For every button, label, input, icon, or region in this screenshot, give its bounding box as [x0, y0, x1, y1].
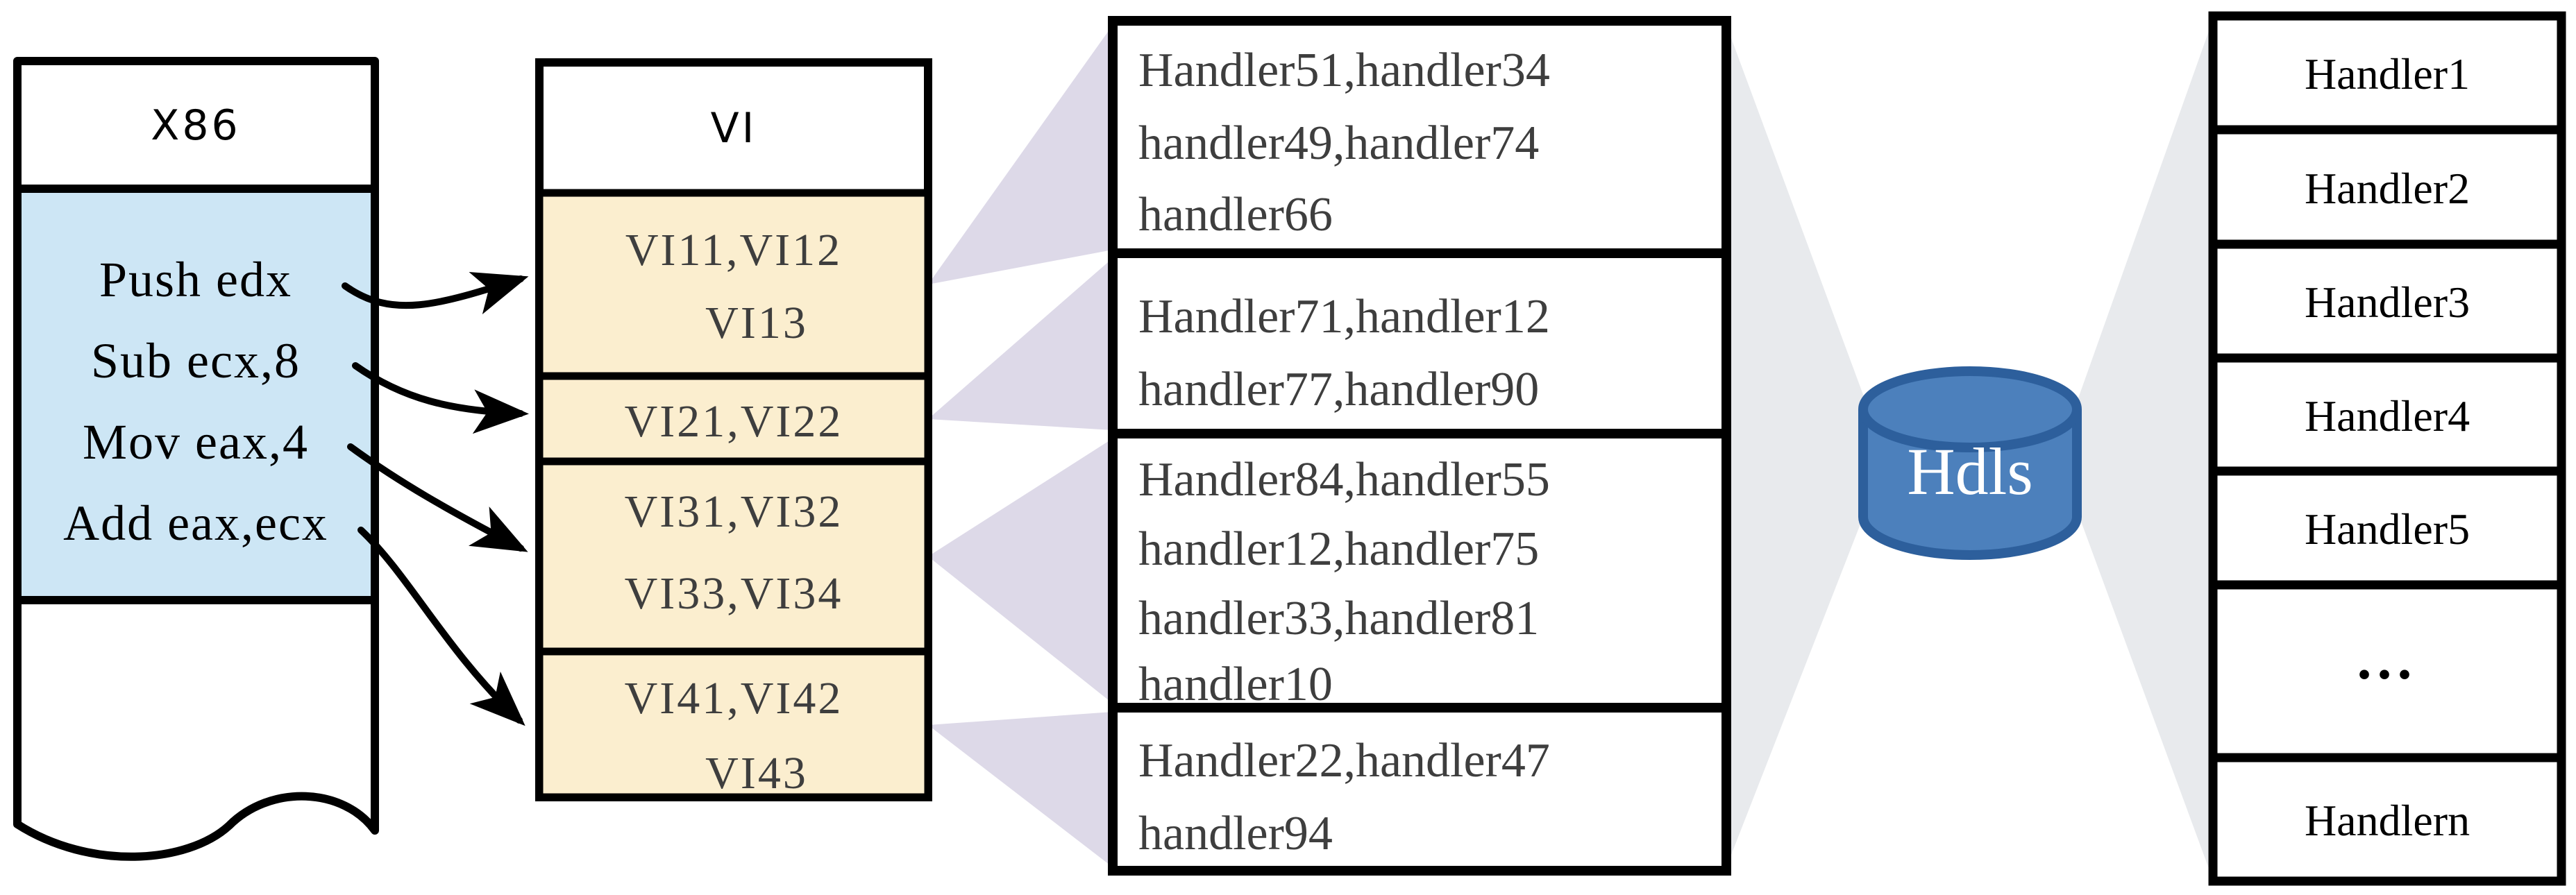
vi-entry: VI33,VI34	[625, 568, 843, 619]
handler-group-line: handler33,handler81	[1138, 592, 1539, 645]
vi-box: VI VI11,VI12 VI13 VI21,VI22 VI31,VI32 VI…	[535, 58, 932, 801]
mapping-fan-2	[928, 258, 1113, 430]
handler-table: Handler1 Handler2 Handler3 Handler4 Hand…	[2208, 11, 2566, 886]
handler-group-line: handler66	[1138, 188, 1333, 241]
arrow-add-to-vi4	[357, 527, 525, 726]
x86-instruction-line: Add eax,ecx	[63, 495, 328, 551]
handler-table-row: Handler2	[2305, 164, 2470, 213]
vi-entry: VI43	[705, 748, 808, 799]
aggregation-fan-right	[2076, 19, 2213, 880]
mapping-fan-4	[928, 712, 1113, 867]
vi-entry: VI13	[705, 298, 808, 348]
vi-to-handler-fans	[928, 25, 1113, 867]
arrow-mov-to-vi3	[347, 443, 528, 552]
handler-groups-labels: Handler51,handler34 handler49,handler74 …	[1138, 44, 1550, 860]
handler-table-outline	[2208, 11, 2566, 886]
mapping-fan-3	[928, 438, 1113, 704]
handler-group-line: handler77,handler90	[1138, 363, 1539, 416]
x86-instruction-line: Sub ecx,8	[91, 333, 301, 389]
vi-entry: VI21,VI22	[625, 396, 843, 447]
handler-group-line: Handler51,handler34	[1138, 44, 1550, 97]
handler-table-row: Handler4	[2305, 391, 2470, 441]
cylinder-fans	[1726, 19, 2213, 880]
handler-table-labels: Handler1 Handler2 Handler3 Handler4 Hand…	[2305, 49, 2470, 845]
handler-group-line: handler12,handler75	[1138, 522, 1539, 576]
x86-instructions: Push edx Sub ecx,8 Mov eax,4 Add eax,ecx	[63, 252, 328, 551]
vi-entry: VI41,VI42	[625, 673, 843, 724]
x86-box: X86 Push edx Sub ecx,8 Mov eax,4 Add eax…	[13, 57, 379, 861]
handler-table-row: Handler3	[2305, 278, 2470, 327]
handler-group-line: handler49,handler74	[1138, 117, 1539, 170]
vi-section-4	[535, 647, 932, 801]
handler-table-row: Handlern	[2305, 796, 2470, 845]
vi-title: VI	[711, 104, 757, 153]
aggregation-fan-left	[1726, 25, 1867, 867]
vi-section-1	[535, 189, 932, 380]
handler-group-line: Handler71,handler12	[1138, 290, 1550, 343]
cylinder-label: Hdls	[1907, 434, 2032, 509]
cylinder-top	[1858, 366, 2082, 452]
handler-table-row-ellipsis: ...	[2357, 627, 2418, 692]
handler-table-row: Handler5	[2305, 504, 2470, 554]
handler-table-row: Handler1	[2305, 49, 2470, 99]
instruction-to-vi-arrows	[342, 272, 529, 726]
handler-groups-outline	[1108, 16, 1731, 876]
arrow-push-to-vi1	[342, 272, 529, 315]
vi-entry: VI31,VI32	[625, 486, 843, 537]
mapping-fan-1	[928, 25, 1113, 284]
x86-instruction-line: Push edx	[99, 252, 292, 307]
hdls-cylinder: Hdls	[1858, 366, 2082, 560]
x86-code-section	[13, 185, 379, 604]
x86-title: X86	[151, 101, 240, 150]
vi-labels: VI11,VI12 VI13 VI21,VI22 VI31,VI32 VI33,…	[625, 225, 843, 799]
handler-groups-box: Handler51,handler34 handler49,handler74 …	[1108, 16, 1731, 876]
arrow-sub-to-vi2	[352, 362, 529, 434]
handler-group-line: Handler84,handler55	[1138, 453, 1550, 506]
handler-group-line: handler10	[1138, 658, 1333, 711]
handler-group-line: Handler22,handler47	[1138, 734, 1550, 787]
vi-entry: VI11,VI12	[625, 225, 842, 275]
handler-group-line: handler94	[1138, 807, 1333, 860]
x86-instruction-line: Mov eax,4	[83, 414, 309, 470]
